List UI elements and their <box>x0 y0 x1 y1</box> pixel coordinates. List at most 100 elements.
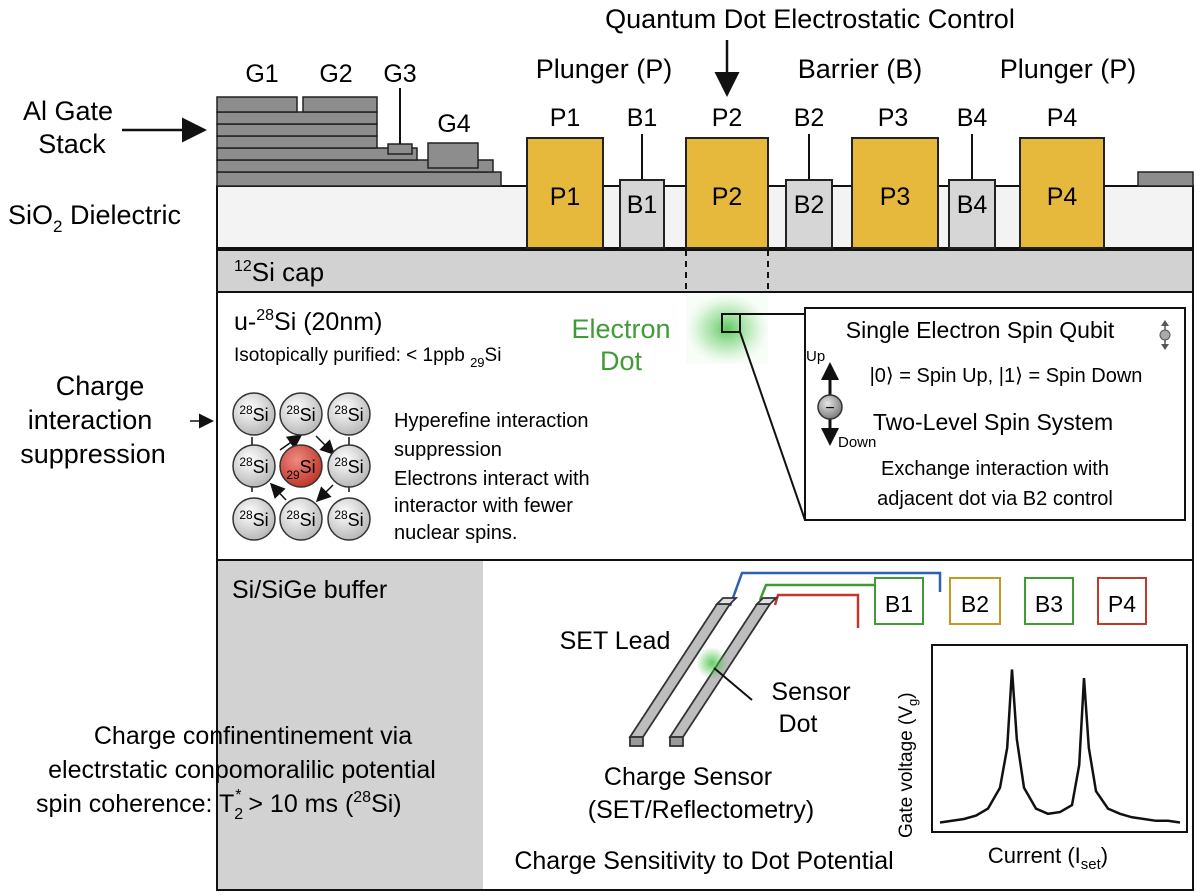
si28-atom-label: 28Si <box>334 455 363 477</box>
gate-p4-label: P4 <box>1047 183 1078 211</box>
exchange-text-line1: Exchange interaction with <box>881 458 1109 480</box>
charge-interaction-label-line2: interaction <box>28 405 153 435</box>
chart-series-line <box>939 669 1181 824</box>
gate-label-g2: G2 <box>319 60 352 88</box>
lead-box-b2-label: B2 <box>961 591 989 617</box>
gate-b1-label: B1 <box>627 191 658 219</box>
gate-p2-top-label: P2 <box>712 104 743 132</box>
set-rail-right-top <box>754 597 779 605</box>
atom-group: 28Si 28Si 28Si 28Si 29Si 28Si 28Si 28Si 28Si <box>232 392 371 541</box>
si29-atom-label: 29Si <box>286 457 315 482</box>
sio2-dielectric-label: SiO2 Dielectric <box>8 200 181 236</box>
set-rail-left-end <box>629 736 644 747</box>
gate-b4-top-label: B4 <box>957 104 988 132</box>
lead-wire-red <box>773 593 860 628</box>
hyperfine-desc-line4: interactor with fewer <box>394 495 573 517</box>
charge-interaction-label-line1: Charge <box>56 371 145 401</box>
spin-minus-sign: − <box>825 400 834 417</box>
lead-box-p4 <box>1097 577 1147 625</box>
electron-dot-marker <box>721 313 741 333</box>
si28-atom: 28Si <box>327 444 371 488</box>
barrier-group-label: Barrier (B) <box>798 54 923 84</box>
lead-wire-blue <box>728 571 942 607</box>
set-lead-label: SET Lead <box>560 627 671 655</box>
chart-x-axis-label: Current (Iset) <box>988 843 1108 873</box>
gate-b1-top-label: B1 <box>627 104 658 132</box>
zoom-line-lower <box>739 331 806 521</box>
electron-dot-label-line2: Dot <box>600 346 643 376</box>
gate-b2-top-label: B2 <box>794 104 825 132</box>
set-rail-right-end <box>669 736 684 747</box>
gate-lead-boxes: B1 B2 B3 P4 <box>874 577 1147 625</box>
spin-states-text: |0⟩ = Spin Up, |1⟩ = Spin Down <box>870 365 1143 387</box>
si28-atom-label: 28Si <box>239 508 268 530</box>
gate-array: P1 P1 B1 B1 P2 P2 B2 B2 P3 P3 B4 <box>526 104 1105 249</box>
gate-b4: B4 B4 <box>948 104 996 249</box>
si28-atom: 28Si <box>279 497 323 541</box>
al-gate-stack-label-line1: Al Gate <box>23 96 113 126</box>
gate-label-g4: G4 <box>437 110 470 138</box>
spin-qubit-title: Single Electron Spin Qubit <box>846 317 1115 343</box>
spin-coherence-text: spin coherence: T2* > 10 ms (28Si) <box>36 787 402 823</box>
charge-interaction-label-line3: suppression <box>20 439 166 469</box>
electron-dot-label-line1: Electron <box>571 314 670 344</box>
two-level-system-text: Two-Level Spin System <box>873 409 1113 435</box>
si29-atom: 29Si <box>279 444 323 488</box>
purified-si-title: u-28Si (20nm) <box>234 307 382 336</box>
lead-box-b3 <box>1024 577 1074 625</box>
gate-p4-top-label: P4 <box>1047 104 1078 132</box>
right-edge-gate <box>1137 171 1194 187</box>
sensor-dot-pointer <box>713 667 753 701</box>
diagram-title: Quantum Dot Electrostatic Control <box>605 4 1015 34</box>
buffer-title: Si/SiGe buffer <box>232 576 387 604</box>
gate-label-g1: G1 <box>245 60 278 88</box>
si-cap-layer <box>216 249 1194 293</box>
confinement-text-line1: Charge confinentinement via <box>94 722 412 750</box>
si28-atom-label: 28Si <box>239 455 268 477</box>
gate-b4-label: B4 <box>957 191 988 219</box>
spin-toggle-icon <box>1159 320 1171 350</box>
plunger-group-left-label: Plunger (P) <box>536 54 673 84</box>
plunger-group-right-label: Plunger (P) <box>1000 54 1137 84</box>
chart-frame <box>931 644 1188 833</box>
gate-b2: B2 B2 <box>785 104 833 249</box>
buffer-shaded-region <box>218 561 483 889</box>
spin-up-label: Up <box>806 348 825 365</box>
gate-p1-label: P1 <box>550 183 581 211</box>
hyperfine-desc-line2: suppression <box>394 439 502 461</box>
spin-qubit-panel: Single Electron Spin Qubit Up − Down |0⟩… <box>804 307 1186 521</box>
gate-voltage-chart: Gate voltage (Vg) Current (Iset) <box>896 644 1188 873</box>
si28-atom-label: 28Si <box>334 508 363 530</box>
hyperfine-desc-line5: nuclear spins. <box>394 522 517 544</box>
spin-down-label: Down <box>838 434 876 451</box>
electron-dot-glow <box>686 294 768 364</box>
si28-atom: 28Si <box>232 392 276 436</box>
lead-box-b1-label: B1 <box>885 591 913 617</box>
gate-p3: P3 P3 <box>851 104 939 249</box>
charge-sensor-caption-line1: Charge Sensor <box>604 763 772 791</box>
gate-p2: P2 P2 <box>685 104 769 249</box>
spin-axis-icon: − <box>817 362 843 446</box>
si28-atom: 28Si <box>327 392 371 436</box>
charge-sensor-caption-line2: (SET/Reflectometry) <box>588 796 814 824</box>
al-gate-stack <box>216 96 502 187</box>
gate-p4: P4 P4 <box>1019 104 1105 249</box>
si28-atom-label: 28Si <box>239 403 268 425</box>
si28-atom-label: 28Si <box>286 508 315 530</box>
al-gate-stack-label-line2: Stack <box>38 129 106 159</box>
lead-box-b2 <box>949 577 1001 625</box>
confinement-text-line2: electrstatic conpomoralilic potential <box>48 756 436 784</box>
gate-p2-label: P2 <box>712 183 743 211</box>
gate-label-g3: G3 <box>383 60 416 88</box>
hyperfine-desc-line3: Electrons interact with <box>394 468 590 490</box>
lead-box-b1 <box>874 577 924 625</box>
si28-atom: 28Si <box>232 497 276 541</box>
sensor-dot-label-line1: Sensor <box>771 678 850 706</box>
si28-atom-label: 28Si <box>334 403 363 425</box>
si-cap-label: 12Si cap <box>234 257 324 287</box>
si28-atom: 28Si <box>279 392 323 436</box>
set-rail-left-top <box>714 597 739 605</box>
charge-sensitivity-footer: Charge Sensitivity to Dot Potential <box>514 847 893 875</box>
exchange-text-line2: adjacent dot via B2 control <box>877 488 1113 510</box>
